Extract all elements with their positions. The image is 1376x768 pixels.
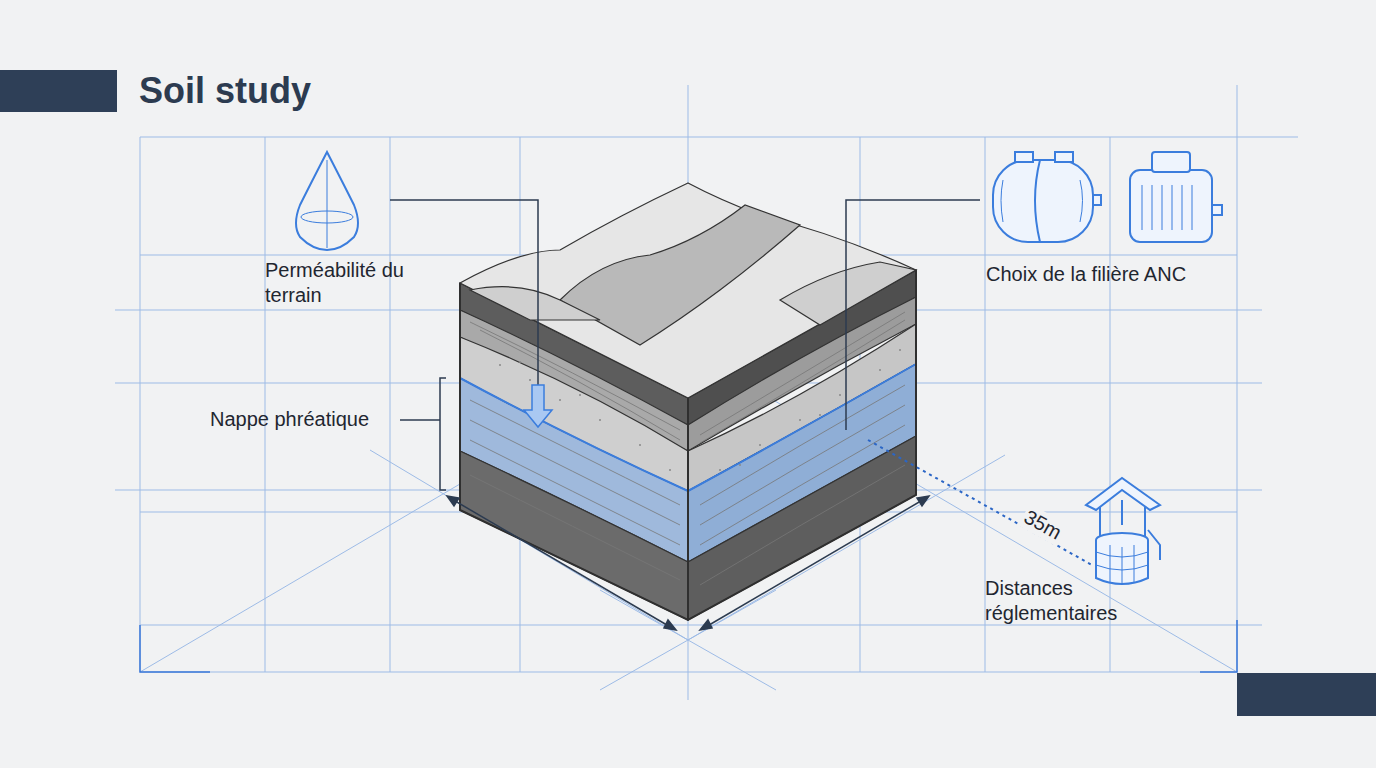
blueprint-grid: [115, 85, 1298, 700]
header-bar: [0, 70, 117, 112]
distance-value: 35m: [1018, 504, 1068, 547]
footer-bar: [1237, 673, 1376, 716]
well-icon: [1086, 478, 1160, 584]
tank-icons: [993, 152, 1222, 242]
soil-block: [460, 183, 916, 620]
permeability-label: Perméabilité du terrain: [265, 258, 405, 308]
distances-label: Distances réglementaires: [985, 576, 1160, 626]
droplet-icon: [296, 152, 358, 250]
anc-choice-label: Choix de la filière ANC: [986, 262, 1186, 287]
page-title: Soil study: [139, 68, 311, 113]
groundwater-label: Nappe phréatique: [210, 407, 369, 432]
